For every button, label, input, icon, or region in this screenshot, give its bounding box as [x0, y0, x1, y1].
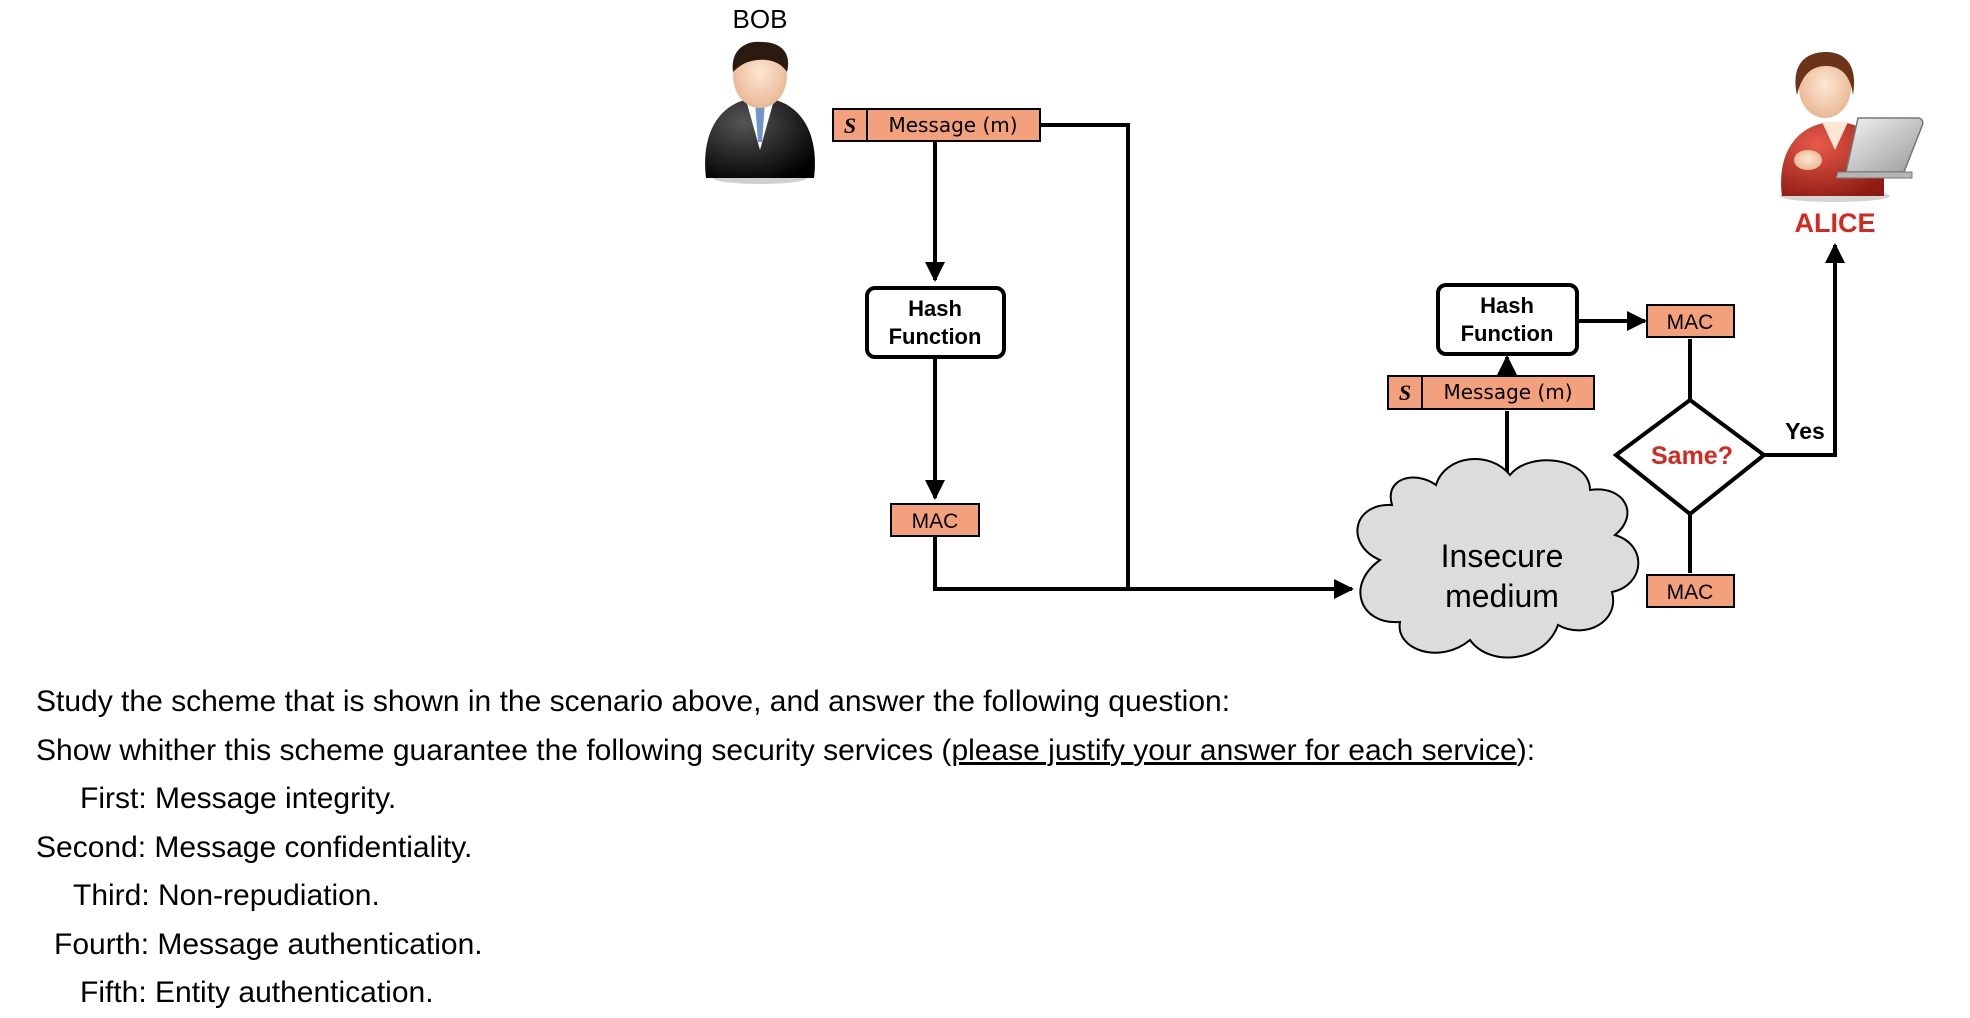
sender-mac-label: MAC	[912, 510, 959, 533]
receiver-hash-line1: Hash	[1480, 293, 1534, 318]
receiver-message-label: Message (m)	[1443, 380, 1572, 404]
receiver-message-box	[1421, 375, 1595, 410]
receiver-key-label: S	[1399, 380, 1411, 405]
compare-decision-diamond: Same?	[1612, 397, 1768, 517]
sender-message-box	[866, 108, 1041, 142]
connectors	[925, 123, 1845, 599]
receiver-computed-mac-label: MAC	[1667, 311, 1714, 334]
receiver-received-mac-box: MAC	[1646, 574, 1735, 608]
sender-hash-line1: Hash	[908, 296, 962, 321]
sender-key-label: S	[844, 113, 856, 138]
receiver-computed-mac-box: MAC	[1646, 304, 1735, 338]
bob-label: BOB	[733, 4, 788, 34]
question-text: Study the scheme that is shown in the sc…	[36, 678, 1936, 1018]
sender-message-label: Message (m)	[888, 113, 1017, 137]
sender-hash-line2: Function	[889, 324, 982, 349]
insecure-medium-line2: medium	[1445, 578, 1559, 614]
sender-hash-function-box: Hash Function	[865, 286, 1006, 359]
mac-scheme-diagram: BOB S Message (m) Hash Function MAC Inse…	[705, 4, 1924, 659]
arrow-to-insecure-medium	[933, 535, 1354, 599]
instruction-prefix: Show whither this scheme guarantee the f…	[36, 733, 952, 767]
service-item: Second: Message confidentiality.	[36, 830, 473, 864]
insecure-medium-line1: Insecure	[1441, 538, 1564, 574]
service-item: Fifth: Entity authentication.	[80, 976, 434, 1009]
instruction-underlined: please justify your answer for each serv…	[951, 733, 1517, 767]
sender-mac-box: MAC	[890, 503, 980, 537]
service-item: First: Message integrity.	[80, 782, 397, 815]
alice-avatar-icon	[1780, 52, 1924, 202]
receiver-received-mac-label: MAC	[1667, 581, 1714, 604]
insecure-medium-cloud: Insecure medium	[1356, 458, 1640, 659]
arrow-yes-to-alice	[1764, 243, 1845, 457]
alice-label: ALICE	[1795, 208, 1876, 238]
receiver-hash-function-box: Hash Function	[1436, 283, 1579, 356]
receiver-key-box	[1387, 375, 1423, 410]
instruction-suffix: ):	[1516, 733, 1536, 767]
sender-key-box	[832, 108, 868, 142]
question-intro: Study the scheme that is shown in the sc…	[36, 685, 1231, 718]
question-instruction: Show whither this scheme guarantee the f…	[36, 727, 1936, 776]
service-item: Fourth: Message authentication.	[54, 927, 483, 961]
decision-label: Same?	[1651, 442, 1733, 470]
yes-label: Yes	[1785, 418, 1825, 444]
receiver-hash-line2: Function	[1461, 321, 1554, 346]
receiver-message-block: S Message (m)	[1387, 375, 1595, 410]
bob-avatar-icon	[705, 41, 815, 184]
line-message-bypass	[1040, 123, 1130, 589]
service-item: Third: Non-repudiation.	[73, 879, 380, 912]
sender-message-block: S Message (m)	[832, 108, 1041, 142]
